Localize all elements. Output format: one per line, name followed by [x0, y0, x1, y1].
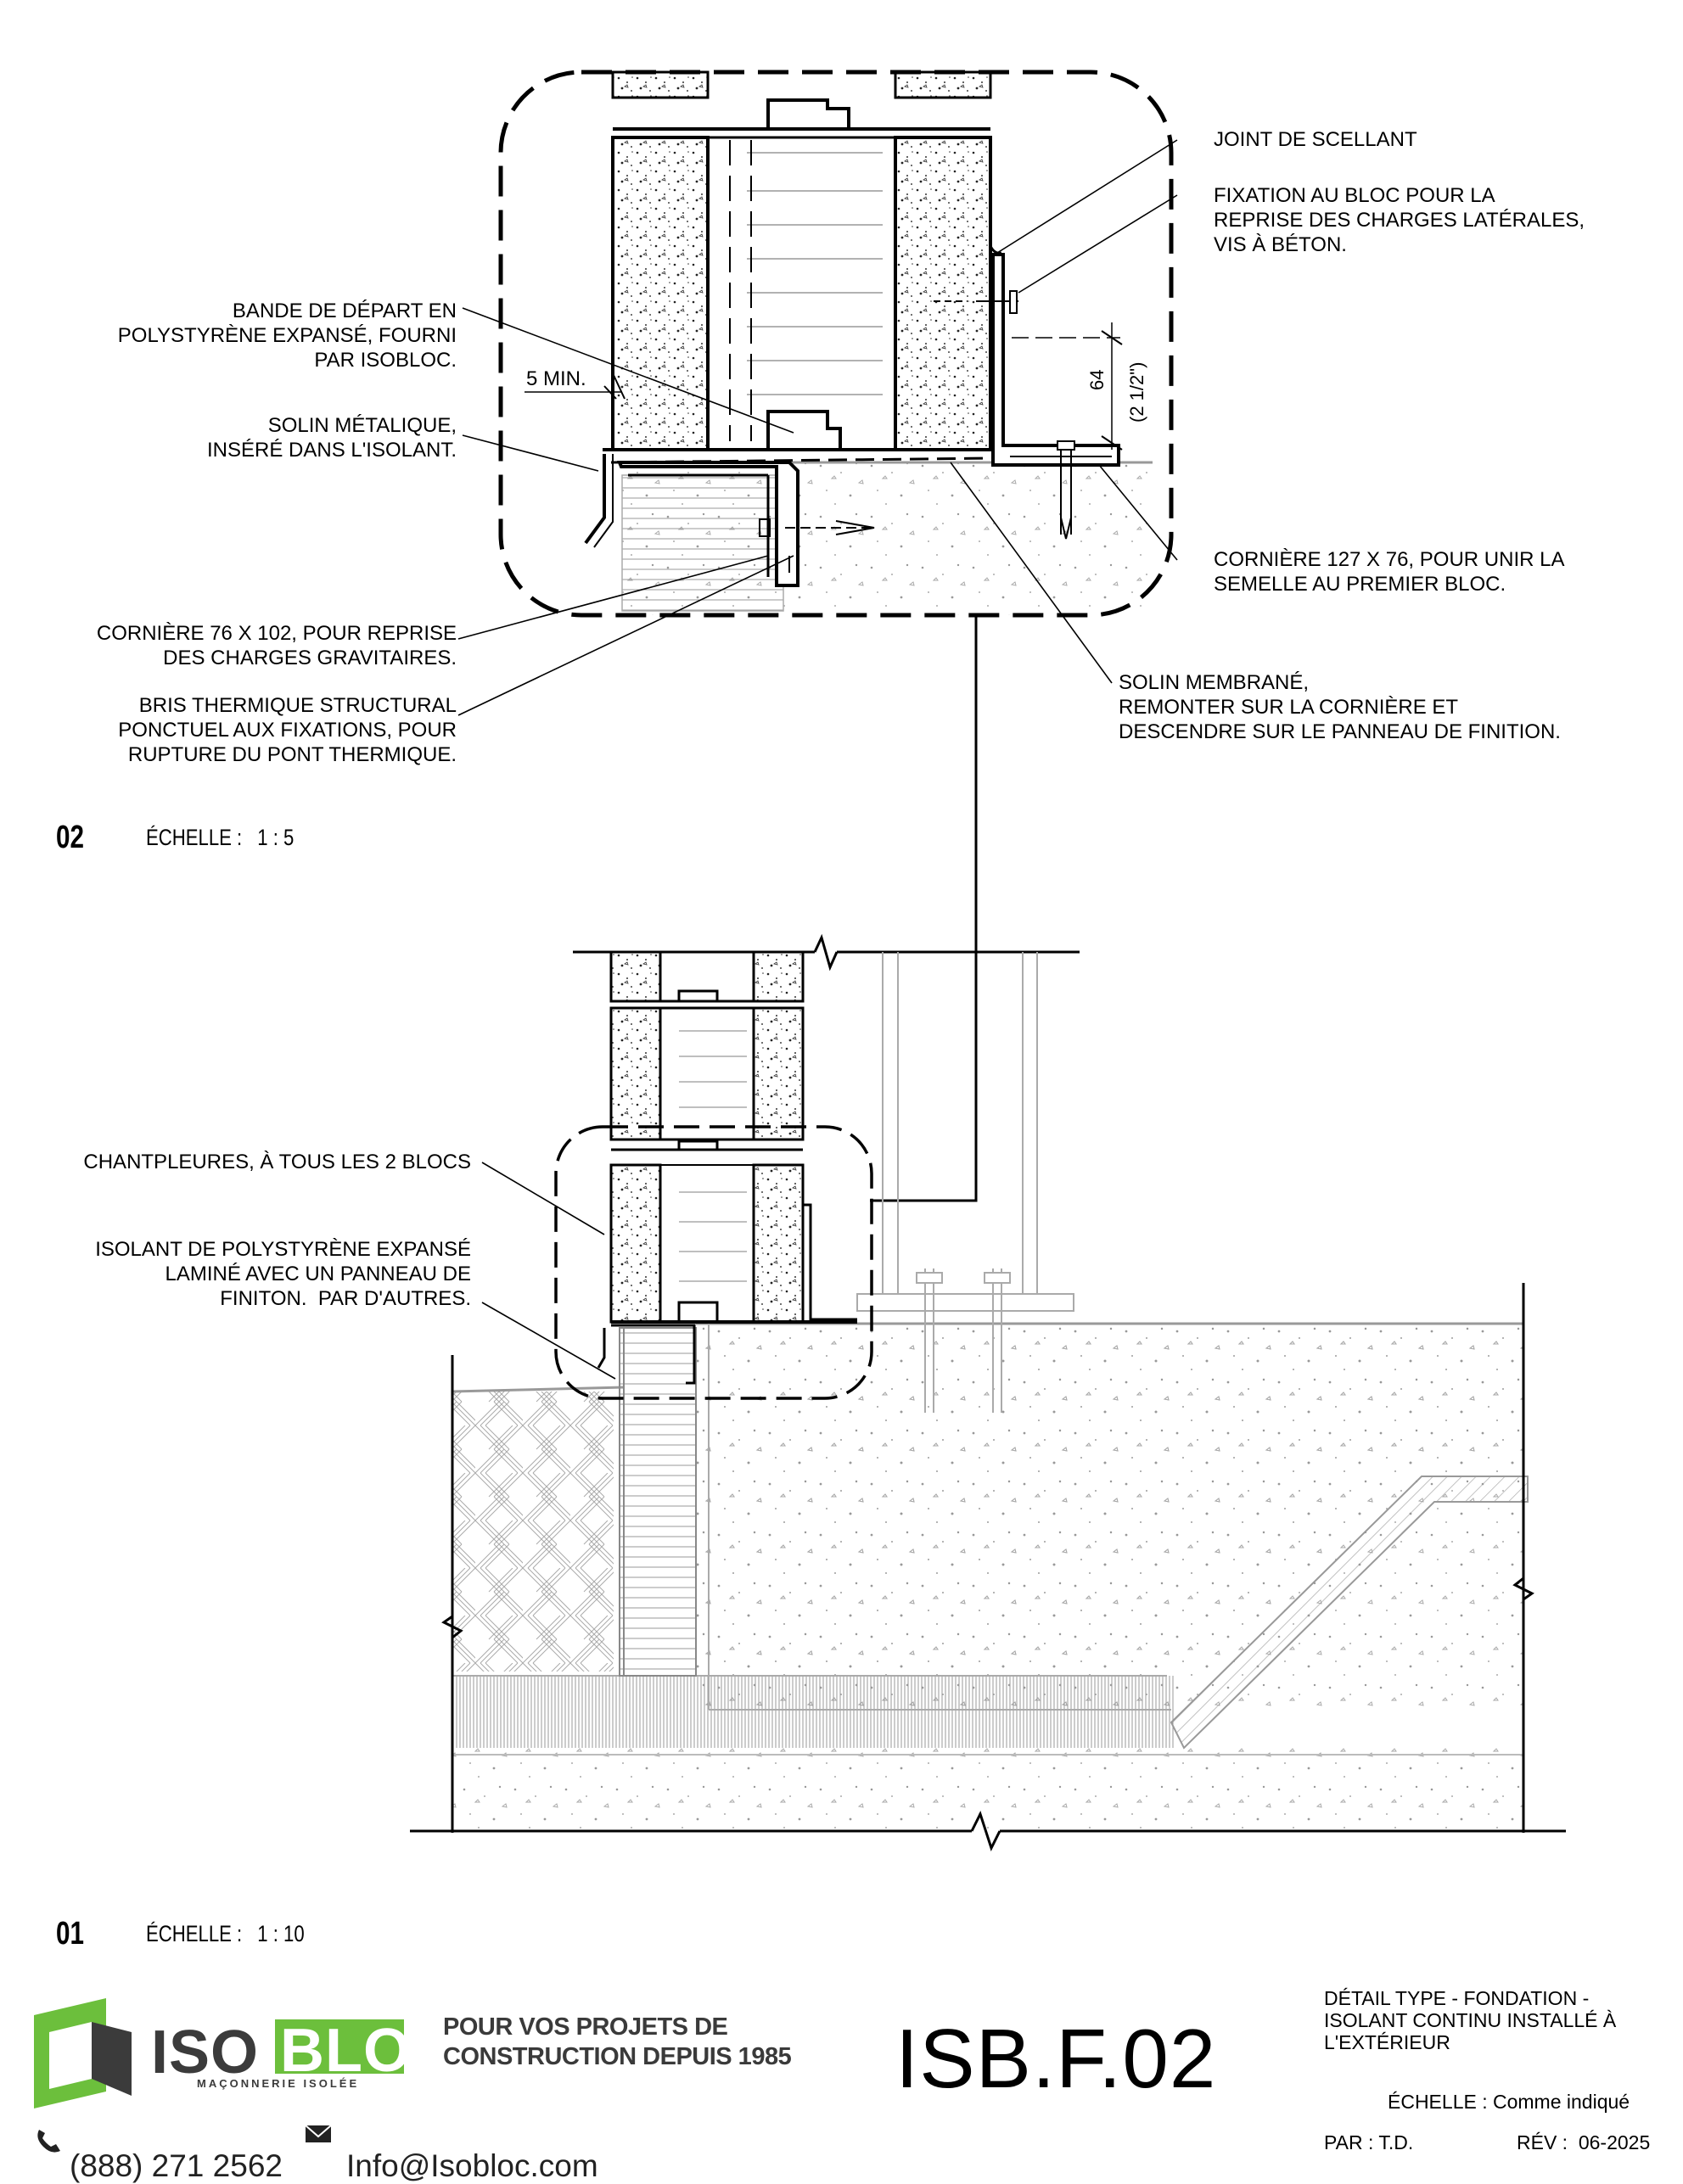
logo-subtitle: MAÇONNERIE ISOLÉE: [197, 2077, 360, 2090]
callout-bris-thermique: BRIS THERMIQUE STRUCTURAL PONCTUEL AUX F…: [118, 694, 457, 766]
detail-01-scale: ÉCHELLE : 1 : 10: [146, 1921, 305, 1947]
gravel-layer: [452, 1676, 1174, 1748]
concrete-block-outer: [611, 136, 710, 451]
callout-isolant-polystyrene: ISOLANT DE POLYSTYRÈNE EXPANSÉ LAMINÉ AV…: [95, 1238, 471, 1310]
phone-icon: [37, 2130, 60, 2153]
callout-corniere-76x102: CORNIÈRE 76 X 102, POUR REPRISE DES CHAR…: [96, 622, 457, 669]
company-slogan: POUR VOS PROJETS DE CONSTRUCTION DEPUIS …: [443, 2013, 792, 2070]
drawing-number: ISB.F.02: [895, 2012, 1217, 2105]
eps-insulation-02: [621, 474, 784, 612]
detail-01-number: 01: [56, 1916, 84, 1952]
detail-02-frame: [498, 70, 1174, 618]
callout-fixation-bloc: FIXATION AU BLOC POUR LA REPRISE DES CHA…: [1214, 184, 1585, 256]
detail-02-leaders: [457, 139, 1178, 716]
detail-02-number: 02: [56, 820, 84, 855]
detail-02-scale-label: ÉCHELLE :: [146, 825, 243, 850]
callout-5-min: 5 MIN.: [526, 367, 586, 390]
title-block-scale-label: ÉCHELLE :: [1388, 2091, 1488, 2113]
callout-corniere-127x76: CORNIÈRE 127 X 76, POUR UNIR LA SEMELLE …: [1214, 548, 1565, 596]
concrete-block-outer-upper: [611, 70, 710, 99]
revision: RÉV : 06-2025: [1517, 2131, 1651, 2153]
dimension-2-1-2-in: (2 1/2"): [1126, 361, 1147, 423]
detail-02-scale: ÉCHELLE : 1 : 5: [146, 825, 294, 851]
detail-01-scale-value: 1 : 10: [257, 1921, 305, 1946]
concrete-block-inner: [894, 136, 992, 451]
callout-chantpleures: CHANTPLEURES, À TOUS LES 2 BLOCS: [83, 1151, 471, 1173]
detail-01-frame: [554, 1125, 873, 1400]
email-address: Info@Isobloc.com: [346, 2148, 598, 2183]
wall-insulation-01: [619, 1327, 697, 1677]
title-block-scale-value: Comme indiqué: [1493, 2091, 1630, 2113]
detail-02-scale-value: 1 : 5: [257, 825, 295, 850]
soil-left: [452, 1392, 614, 1672]
eps-core: [707, 137, 896, 451]
logo-bloc-text: BLOC: [280, 2017, 457, 2085]
callout-solin-metallique: SOLIN MÉTALIQUE, INSÉRÉ DANS L'ISOLANT.: [207, 414, 457, 462]
logo-bloc-badge: [275, 2019, 404, 2074]
dimension-64-mm: 64: [1086, 369, 1108, 390]
block-stack-01: [597, 950, 857, 1385]
title-block-scale: ÉCHELLE : Comme indiqué: [1388, 2091, 1630, 2113]
angle-127x76: [991, 253, 1120, 467]
detail-01-leaders: [481, 1162, 616, 1380]
detail-01-scale-label: ÉCHELLE :: [146, 1921, 243, 1946]
detail-01-drawing: [410, 933, 1566, 1851]
logo-iso-text: ISO: [151, 2019, 260, 2086]
callout-joint-scellant: JOINT DE SCELLANT: [1214, 128, 1417, 151]
callout-bande-depart: BANDE DE DÉPART EN POLYSTYRÈNE EXPANSÉ, …: [117, 300, 457, 372]
concrete-block-inner-upper: [894, 70, 992, 99]
isobloc-logo-mark: [34, 1998, 132, 2108]
angle-76x102: [617, 461, 799, 587]
detail-02-drawing: [498, 70, 1174, 1202]
phone-number: (888) 271 2562: [70, 2148, 283, 2183]
drawn-by: PAR : T.D.: [1324, 2131, 1414, 2153]
drawing-title: DÉTAIL TYPE - FONDATION - ISOLANT CONTIN…: [1324, 1987, 1617, 2053]
envelope-icon: [305, 2125, 332, 2142]
callout-solin-membrane: SOLIN MEMBRANÉ, REMONTER SUR LA CORNIÈRE…: [1119, 671, 1561, 743]
